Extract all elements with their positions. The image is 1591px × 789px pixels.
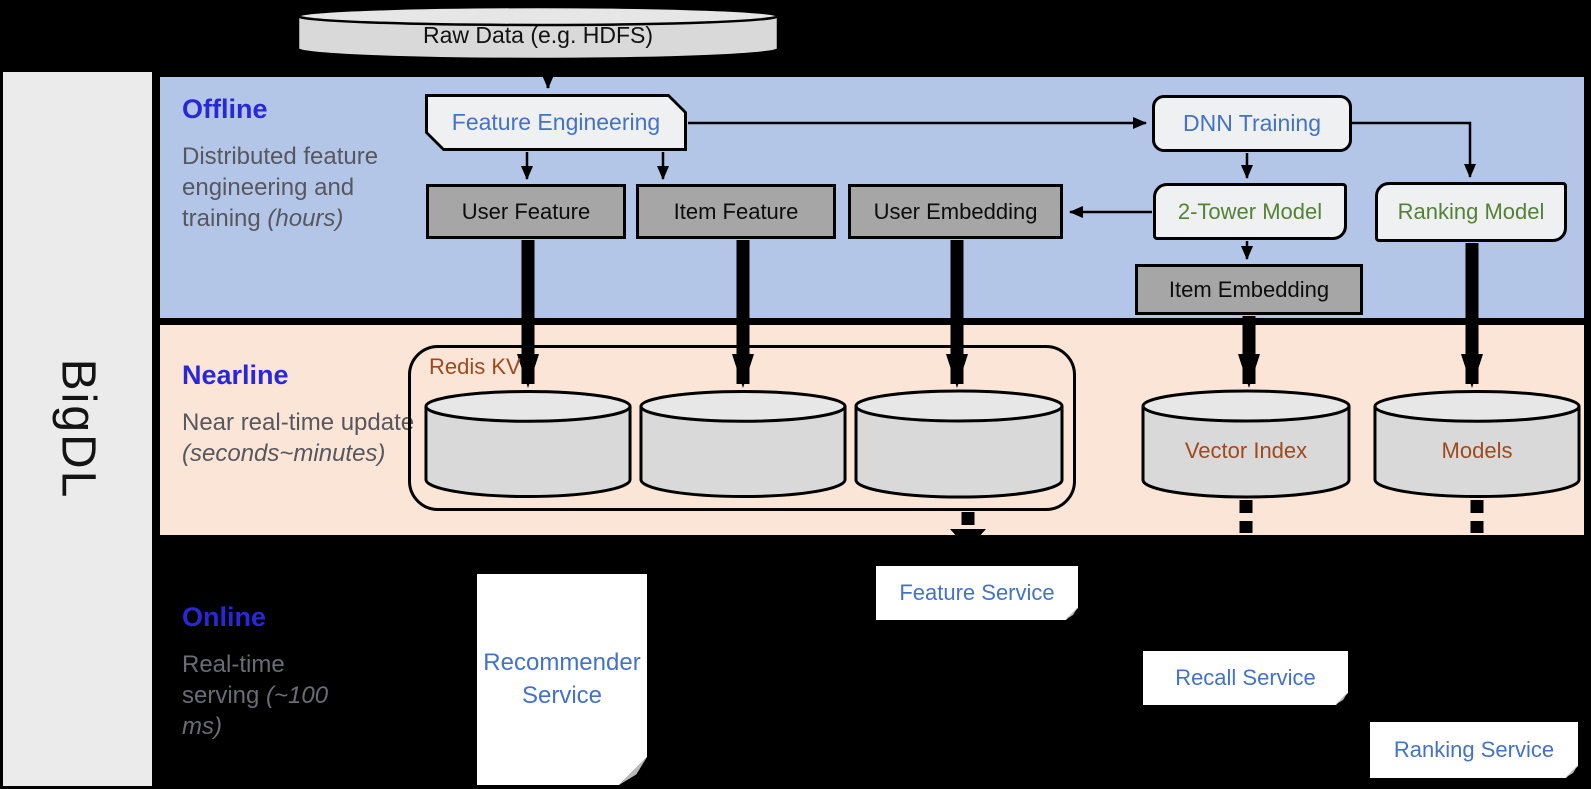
recall-service-node: Recall Service bbox=[1143, 651, 1349, 706]
two-tower-model-label: 2-Tower Model bbox=[1177, 198, 1323, 224]
item-embedding-label: Item Embedding bbox=[1168, 276, 1330, 302]
user-feature-label: User Feature bbox=[461, 198, 591, 224]
item-feature-label: Item Feature bbox=[673, 198, 799, 224]
redis-cylinder-1 bbox=[423, 388, 633, 500]
redis-kv-container: Redis KV bbox=[408, 345, 1076, 511]
online-section-label: Online Real-time serving (~100 ms) bbox=[182, 600, 352, 743]
redis-cylinder-3 bbox=[853, 388, 1065, 500]
recommender-service-node: Recommender Service bbox=[477, 574, 648, 786]
nearline-title: Nearline bbox=[182, 360, 289, 390]
item-embedding-node: Item Embedding bbox=[1135, 264, 1363, 315]
raw-data-store: Raw Data (e.g. HDFS) bbox=[296, 4, 780, 62]
feature-service-node: Feature Service bbox=[876, 566, 1079, 621]
ranking-service-label: Ranking Service bbox=[1393, 737, 1555, 762]
offline-desc: Distributed feature engineering and trai… bbox=[182, 143, 379, 233]
models-store: Models bbox=[1372, 388, 1582, 500]
feature-service-label: Feature Service bbox=[899, 580, 1055, 605]
nearline-desc: Near real-time update (seconds~minutes) bbox=[182, 409, 415, 468]
user-embedding-label: User Embedding bbox=[873, 198, 1038, 224]
ranking-model-label: Ranking Model bbox=[1397, 199, 1545, 224]
dnn-training-node: DNN Training bbox=[1152, 95, 1352, 152]
arrow-dnn-to-rankingmodel bbox=[1352, 121, 1476, 178]
raw-data-label: Raw Data (e.g. HDFS) bbox=[422, 21, 654, 48]
ranking-model-node: Ranking Model bbox=[1375, 182, 1567, 242]
vector-index-store: Vector Index bbox=[1140, 388, 1352, 500]
item-feature-node: Item Feature bbox=[636, 184, 836, 239]
two-tower-model-node: 2-Tower Model bbox=[1153, 183, 1347, 240]
models-label: Models bbox=[1441, 438, 1513, 463]
bigdl-sidebar: BigDL bbox=[3, 72, 152, 786]
offline-title: Offline bbox=[182, 94, 268, 124]
ranking-service-node: Ranking Service bbox=[1370, 722, 1579, 779]
online-desc: Real-time serving (~100 ms) bbox=[182, 651, 329, 741]
redis-kv-label: Redis KV bbox=[429, 354, 521, 379]
redis-cylinder-2 bbox=[638, 388, 848, 500]
vector-index-label: Vector Index bbox=[1184, 438, 1308, 463]
recall-service-label: Recall Service bbox=[1175, 665, 1316, 690]
feature-engineering-label: Feature Engineering bbox=[428, 97, 684, 148]
offline-section-label: Offline Distributed feature engineering … bbox=[182, 92, 387, 235]
nearline-section-label: Nearline Near real-time update (seconds~… bbox=[182, 358, 417, 469]
user-feature-node: User Feature bbox=[426, 184, 626, 239]
online-title: Online bbox=[182, 602, 267, 632]
feature-engineering-node: Feature Engineering bbox=[425, 94, 687, 151]
recommender-service-label: Recommender Service bbox=[483, 649, 641, 709]
dnn-training-label: DNN Training bbox=[1182, 110, 1322, 136]
user-embedding-node: User Embedding bbox=[848, 184, 1063, 239]
dashed-arrowhead-featureservice bbox=[950, 529, 986, 549]
raw-data-cylinder-shape bbox=[296, 5, 780, 61]
